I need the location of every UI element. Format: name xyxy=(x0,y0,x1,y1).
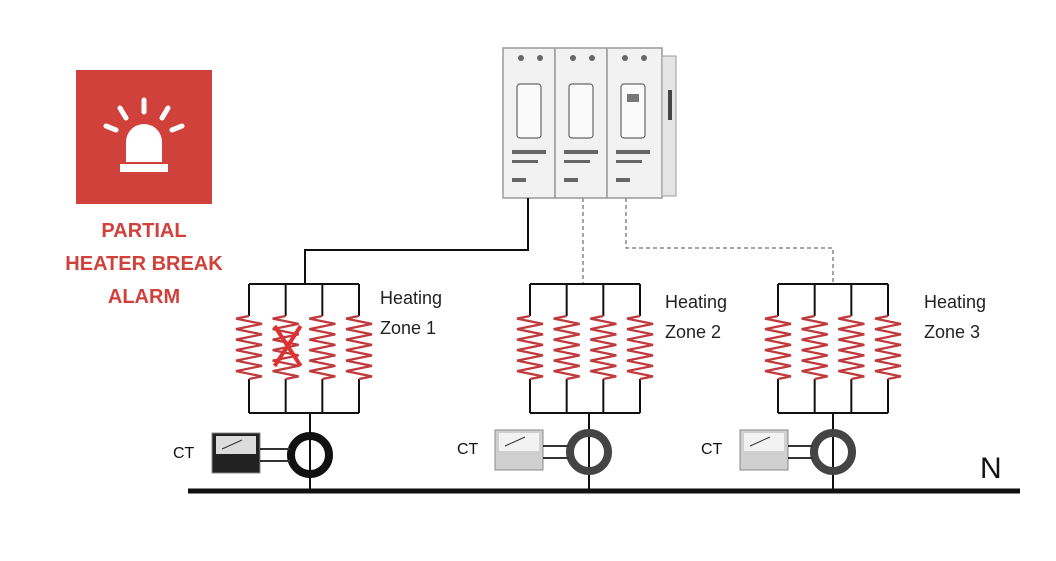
power-controller-unit xyxy=(502,47,677,199)
heater-element-1 xyxy=(516,314,544,381)
ammeter-icon xyxy=(739,429,789,471)
ammeter-icon xyxy=(494,429,544,471)
heater-element-3 xyxy=(309,314,336,381)
heating-zone-3 xyxy=(739,283,902,491)
zone-2-label: Heating Zone 2 xyxy=(665,287,727,347)
current-transformer-icon xyxy=(287,432,333,478)
alarm-title-line-3: ALARM xyxy=(107,286,181,308)
heater-element-4 xyxy=(626,314,654,381)
heating-zone-2 xyxy=(494,283,654,491)
alarm-title-line-2: HEATER BREAK xyxy=(65,253,223,275)
zone-3-label-line-2: Zone 3 xyxy=(924,322,981,342)
ct-label-zone-3: CT xyxy=(701,441,723,458)
alarm-title-line-1: PARTIAL xyxy=(101,220,187,242)
break-mark-icon xyxy=(272,324,303,368)
ammeter-icon xyxy=(211,432,261,474)
link-zone-3 xyxy=(625,198,834,283)
heater-element-1 xyxy=(764,314,792,381)
heater-element-3 xyxy=(590,314,617,381)
alarm-title: PARTIAL HEATER BREAK ALARM xyxy=(44,215,244,314)
ct-label-zone-1: CT xyxy=(173,445,195,462)
zone-3-label-line-1: Heating xyxy=(924,292,987,312)
heater-element-3 xyxy=(838,314,865,381)
heater-element-1 xyxy=(235,314,263,381)
zone-1-label-line-1: Heating xyxy=(380,288,443,308)
zone-2-label-line-2: Zone 2 xyxy=(665,322,722,342)
neutral-label: N xyxy=(980,452,1002,485)
ct-label-zone-2: CT xyxy=(457,441,479,458)
heater-element-2 xyxy=(553,314,580,381)
heater-element-4 xyxy=(874,314,902,381)
current-transformer-icon xyxy=(810,429,856,475)
zone-2-label-line-1: Heating xyxy=(665,292,728,312)
zone-1-label-line-2: Zone 1 xyxy=(380,318,437,338)
zone-3-label: Heating Zone 3 xyxy=(924,287,986,347)
alarm-beacon-icon xyxy=(103,97,185,172)
heater-element-4 xyxy=(345,314,373,381)
heating-zone-1 xyxy=(211,283,373,491)
current-transformer-icon xyxy=(566,429,612,475)
zone-1-label: Heating Zone 1 xyxy=(380,283,442,343)
link-zone-1 xyxy=(304,198,529,283)
heater-element-2 xyxy=(801,314,828,381)
alarm-icon-box xyxy=(76,70,212,204)
